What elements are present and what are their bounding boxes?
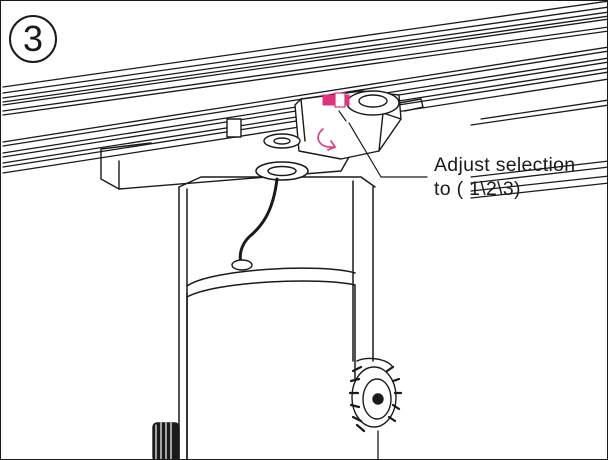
tilt-knob-right <box>348 357 403 459</box>
selector-switch-highlight <box>317 92 350 151</box>
callout-leader <box>348 122 428 178</box>
callout-line-1: Adjust selection <box>434 154 576 176</box>
step-number-badge: 3 <box>9 15 57 63</box>
adjust-selection-callout: Adjust selection to ( 1\2\3) <box>434 153 575 201</box>
mounting-yoke <box>178 161 376 459</box>
track-adapter <box>100 90 424 190</box>
tilt-knob-left <box>152 422 180 459</box>
power-cable <box>238 177 279 265</box>
lamp-head <box>186 267 356 459</box>
callout-line-2: to ( 1\2\3) <box>434 178 521 200</box>
